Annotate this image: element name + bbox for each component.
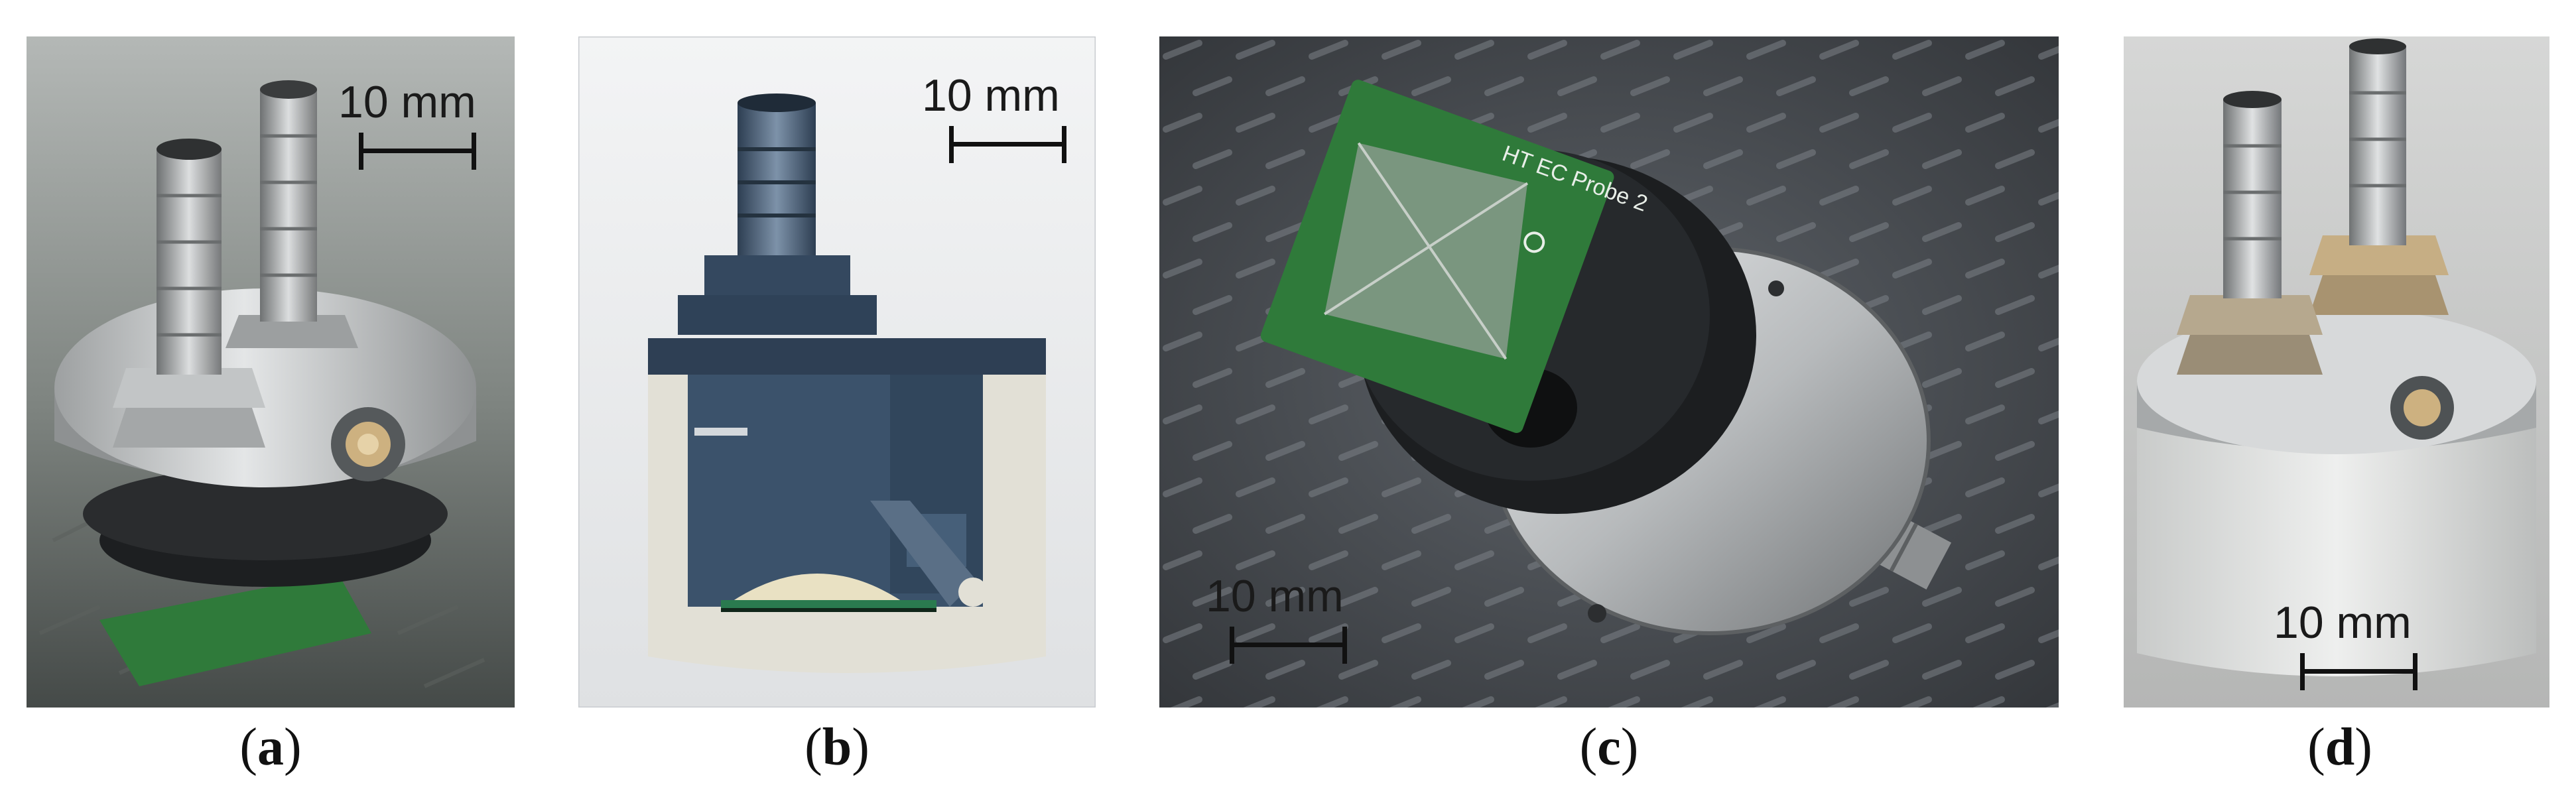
cross-section-render-b <box>578 36 1096 708</box>
probe-photo-c: HT EC Probe 2 <box>1159 36 2059 708</box>
scale-bar-a: 10 mm <box>338 80 511 179</box>
scale-bar-tick-left-c <box>1230 627 1234 664</box>
panel-c-photo: HT EC Probe 2 <box>1159 36 2059 708</box>
caption-b: (b) <box>805 718 869 776</box>
scale-bar-line-d <box>2303 669 2415 674</box>
scale-bar-tick-left-b <box>949 126 954 163</box>
scale-bar-b: 10 mm <box>922 73 1094 172</box>
caption-letter-b: b <box>822 718 852 776</box>
scale-bar-tick-left-d <box>2300 653 2305 690</box>
scale-bar-line-c <box>1232 643 1345 647</box>
scale-bar-label-d: 10 mm <box>2274 597 2412 648</box>
panel-a-photo <box>27 36 515 708</box>
scale-bar-c: 10 mm <box>1206 574 1378 673</box>
scale-bar-line-a <box>361 149 474 153</box>
caption-a: (a) <box>239 718 302 776</box>
panel-b-cad-render <box>578 36 1096 708</box>
caption-c: (c) <box>1579 718 1639 776</box>
scale-bar-tick-right-b <box>1062 126 1066 163</box>
scale-bar-label-c: 10 mm <box>1206 571 1344 621</box>
scale-bar-tick-right-d <box>2413 653 2417 690</box>
scale-bar-line-b <box>952 142 1064 147</box>
scale-bar-d: 10 mm <box>2274 600 2446 700</box>
panel-d-photo <box>2124 36 2549 708</box>
scale-bar-label-b: 10 mm <box>922 70 1060 121</box>
caption-letter-d: d <box>2325 718 2355 776</box>
caption-letter-a: a <box>257 718 284 776</box>
caption-letter-c: c <box>1597 718 1621 776</box>
scale-bar-label-a: 10 mm <box>338 77 476 127</box>
scale-bar-tick-right-a <box>472 133 476 170</box>
scale-bar-tick-right-c <box>1342 627 1347 664</box>
caption-d: (d) <box>2307 718 2372 776</box>
probe-photo-a <box>27 36 515 708</box>
probe-photo-d <box>2124 36 2549 708</box>
scale-bar-tick-left-a <box>359 133 363 170</box>
